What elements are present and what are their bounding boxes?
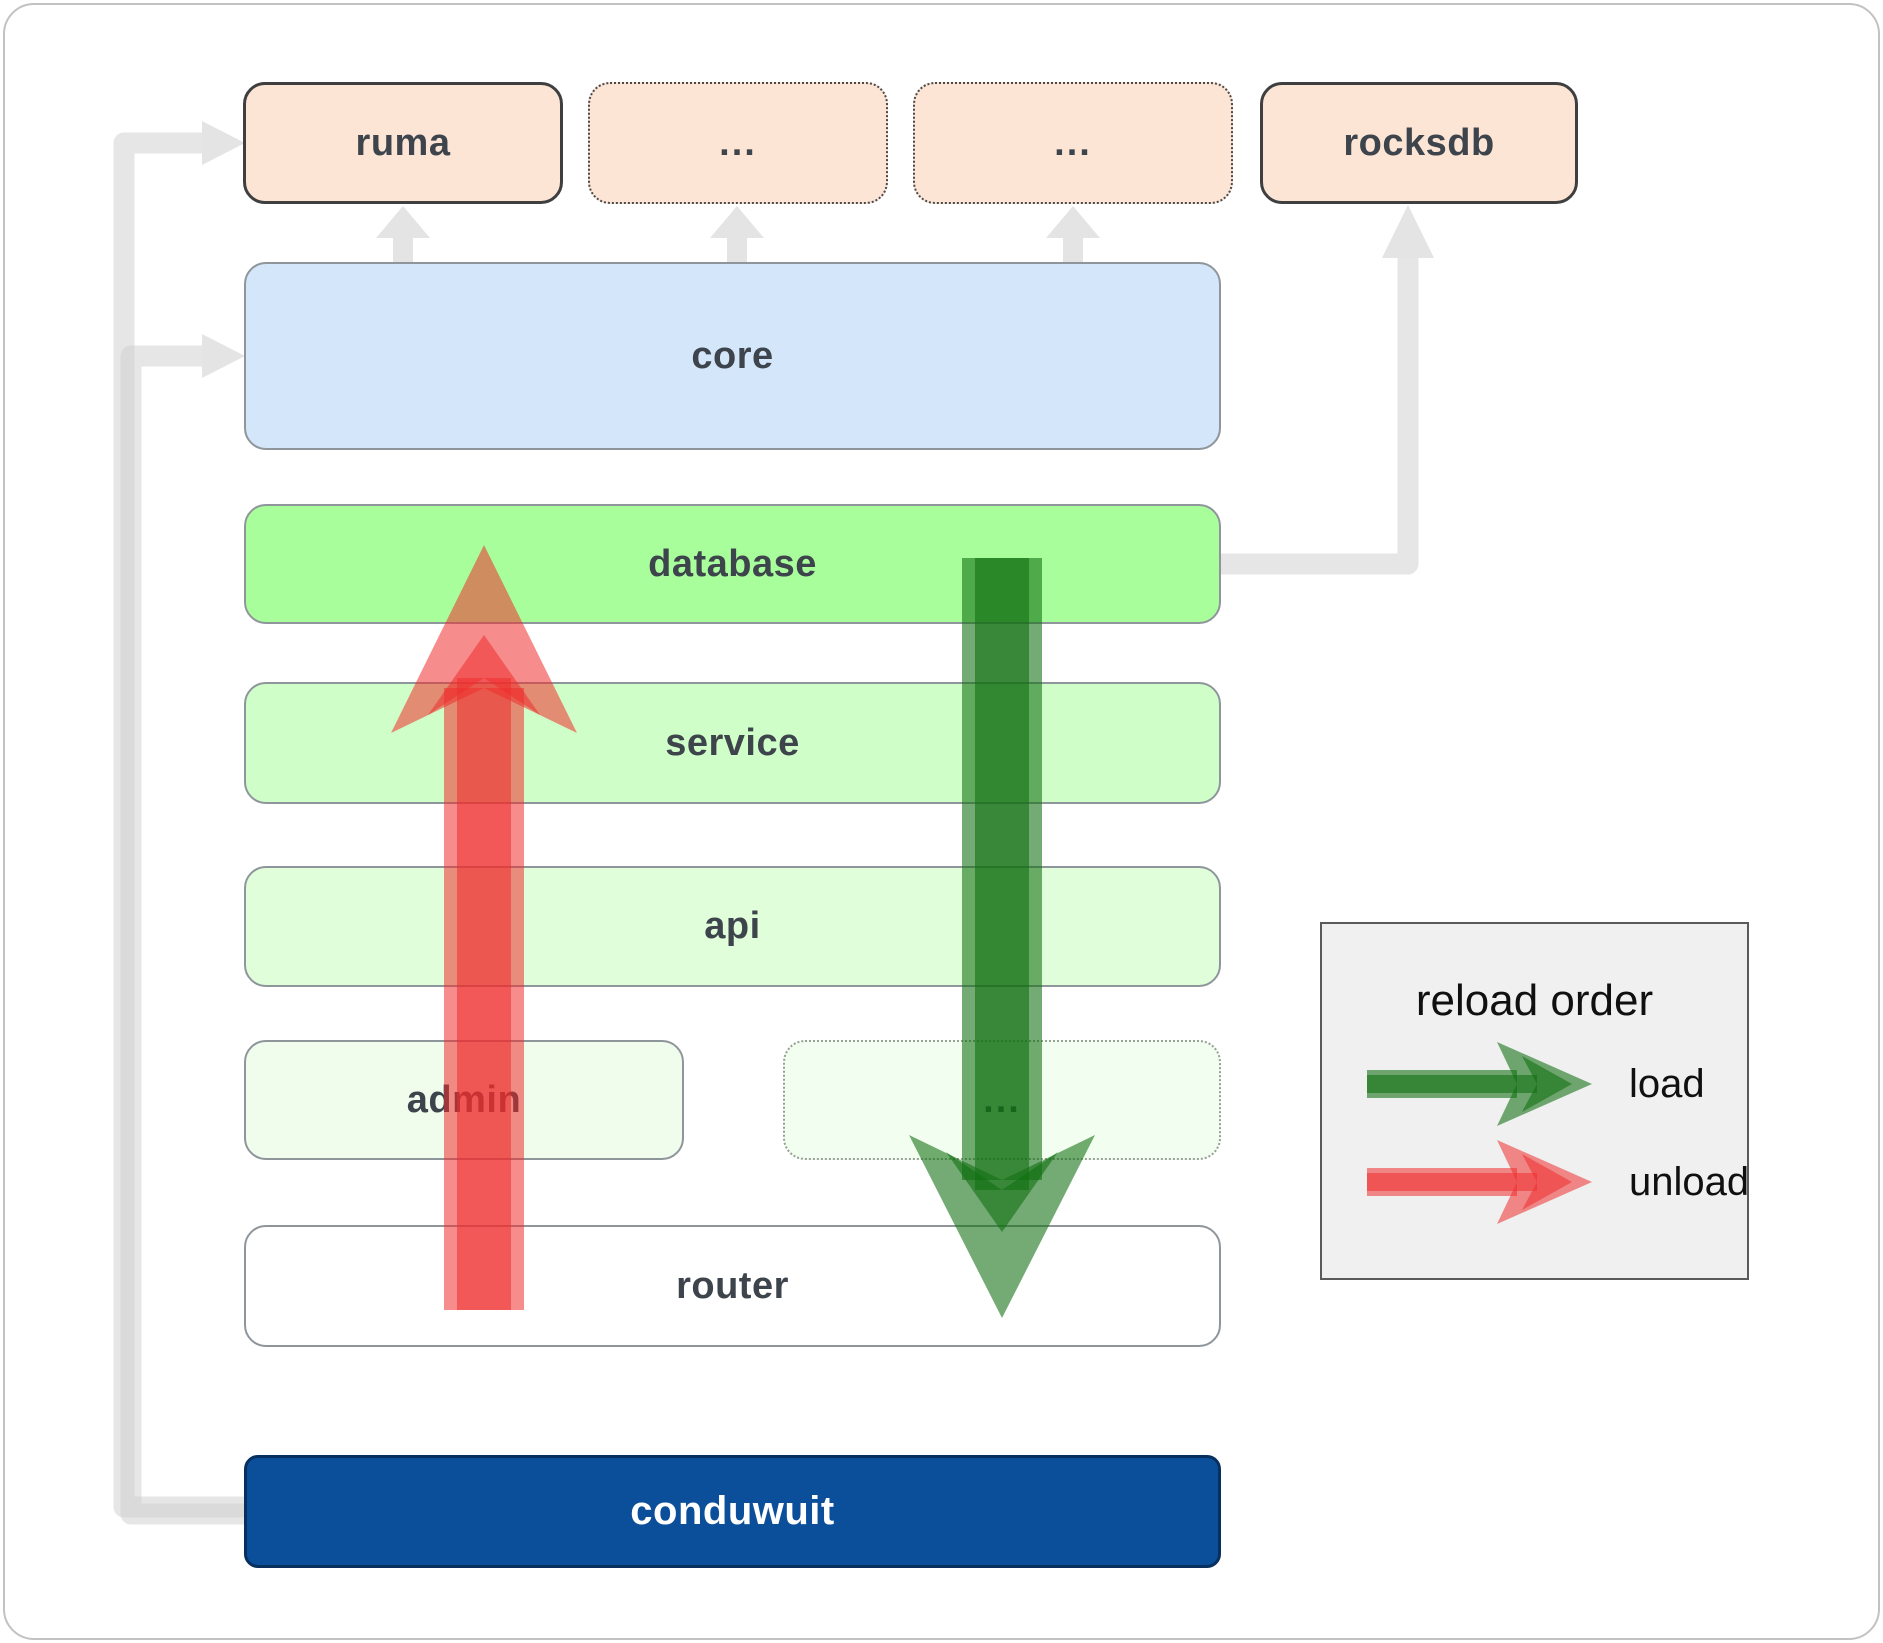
load-arrow-icon xyxy=(1367,1042,1592,1126)
arrowhead-into-rocksdb xyxy=(1382,205,1434,258)
api-label: api xyxy=(704,905,761,947)
connector-conduwuit-to-ruma xyxy=(113,121,245,1518)
rocksdb-label: rocksdb xyxy=(1343,121,1495,164)
arrow-core-to-ellipsis-1 xyxy=(710,206,764,266)
box-ellipsis-2: ... xyxy=(913,82,1233,204)
legend-unload-label: unload xyxy=(1629,1159,1750,1204)
box-admin-ellipsis: ... xyxy=(783,1040,1221,1160)
legend-row-load: load xyxy=(1365,1039,1705,1129)
box-core: core xyxy=(244,262,1221,450)
database-label: database xyxy=(648,542,817,585)
box-ellipsis-1: ... xyxy=(588,82,888,204)
box-router: router xyxy=(244,1225,1221,1347)
box-conduwuit: conduwuit xyxy=(244,1455,1221,1568)
core-label: core xyxy=(691,334,774,377)
legend-title: reload order xyxy=(1415,976,1654,1025)
arrow-core-to-ellipsis-2 xyxy=(1046,206,1100,266)
box-rocksdb: rocksdb xyxy=(1260,82,1578,204)
admin-ellipsis-label: ... xyxy=(983,1078,1021,1121)
legend-row-unload: unload xyxy=(1365,1137,1749,1227)
router-label: router xyxy=(676,1264,789,1307)
unload-arrow-icon xyxy=(1367,1140,1592,1224)
legend-load-label: load xyxy=(1629,1061,1705,1106)
arrowhead-into-ruma xyxy=(202,121,245,165)
connector-database-to-rocksdb xyxy=(1221,205,1434,575)
box-api: api xyxy=(244,866,1221,987)
arrowhead-into-core xyxy=(202,334,245,378)
box-service: service xyxy=(244,682,1221,804)
ellipsis-2-label: ... xyxy=(1054,121,1092,164)
box-database: database xyxy=(244,504,1221,624)
ellipsis-1-label: ... xyxy=(719,121,757,164)
service-label: service xyxy=(665,721,800,764)
canvas-border xyxy=(3,3,1880,1640)
legend-reload-order: reload order load unload xyxy=(1320,922,1749,1280)
box-ruma: ruma xyxy=(243,82,563,204)
box-admin: admin xyxy=(244,1040,684,1160)
connector-conduwuit-to-core xyxy=(120,334,245,1525)
ruma-label: ruma xyxy=(355,121,451,164)
arrow-core-to-ruma xyxy=(376,206,430,266)
conduwuit-label: conduwuit xyxy=(630,1489,835,1533)
admin-label: admin xyxy=(406,1078,522,1121)
